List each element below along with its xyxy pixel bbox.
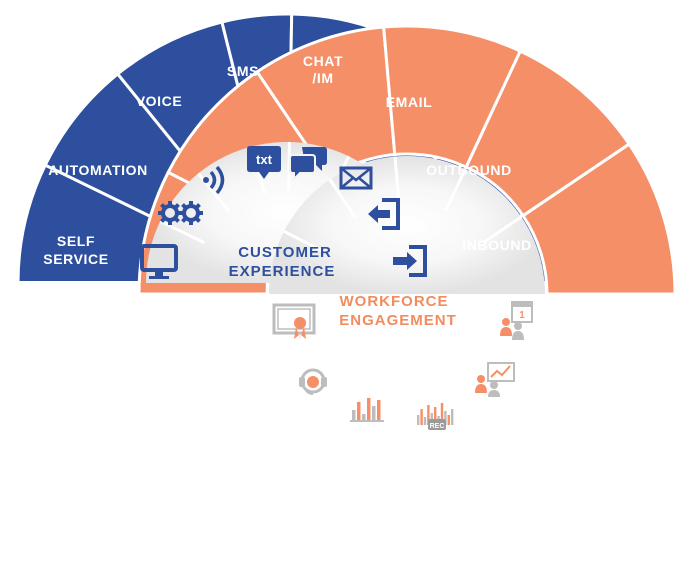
voice-waves-icon [203, 165, 225, 195]
hub-title-workforce-line1: WORKFORCE [340, 293, 449, 310]
hub-divider [482, 215, 523, 244]
hub-divider [393, 156, 401, 203]
outbound-arrow-icon [368, 198, 400, 230]
label-workforce-management: WORKFORCE [564, 330, 661, 346]
label-email: EMAIL [386, 94, 433, 110]
label-speech-analytics: SPEECH [218, 427, 278, 443]
hub-title-customer-line2: EXPERIENCE [229, 263, 336, 280]
sublabel-desktop-analytics: ANALYTICS [312, 516, 378, 528]
label-inbound: INBOUND [462, 237, 532, 253]
workforce-engagement-icons: REC 1 [272, 301, 533, 430]
inbound-arrow-icon [393, 245, 427, 277]
hub-divider [328, 178, 357, 219]
label-chat-im-line2: /IM [312, 70, 333, 86]
sublabel-workforce-management: MANAGEMENT [570, 352, 654, 364]
label-self-service-line2: SERVICE [43, 251, 108, 267]
label-performance-management: PERFORMANCE [508, 429, 622, 445]
recording-icon: REC [417, 403, 454, 430]
envelope-icon [339, 166, 373, 190]
label-chat-im-line1: CHAT [303, 53, 343, 69]
hub-divider [283, 230, 326, 254]
sublabel-quality-management: MANAGEMENT [411, 521, 495, 533]
gears-icon [158, 201, 203, 225]
label-self-service-line1: SELF [57, 233, 95, 249]
hub-divider [159, 219, 205, 245]
calendar-people-icon: 1 [500, 301, 533, 340]
label-sms: SMS [227, 63, 259, 79]
calendar-day-label: 1 [519, 310, 525, 321]
rec-icon-label: REC [430, 423, 445, 430]
hub-title-workforce-line2: ENGAGEMENT [339, 312, 457, 329]
txt-bubble-icon: txt [247, 146, 281, 179]
hub-divider [444, 168, 467, 212]
label-quality-management: QUALITY [421, 499, 486, 515]
label-voice: VOICE [136, 93, 183, 109]
workforce-engagement-labels: E•LEARNING SPEECH ANALYTICS DESKTOP ANALYTIC… [145, 329, 660, 533]
customer-experience-labels: SELF SERVICE AUTOMATION VOICE SMS CHAT/IM EMAI… [43, 53, 531, 267]
headset-icon [299, 368, 327, 395]
workforce-engagement-hub [269, 156, 545, 294]
label-desktop-analytics: DESKTOP [310, 494, 380, 510]
certificate-icon [272, 303, 316, 339]
bar-chart-icon [350, 398, 384, 422]
monitor-icon [140, 244, 178, 279]
sublabel-speech-analytics: ANALYTICS [215, 449, 281, 461]
segment-workforce-management [520, 142, 677, 296]
chat-bubbles-icon [289, 147, 327, 182]
label-automation: AUTOMATION [48, 162, 148, 178]
sublabel-performance-management: MANAGEMENT [523, 451, 607, 463]
label-e-learning: E•LEARNING [145, 329, 236, 345]
customer-experience-icons: txt [140, 146, 427, 279]
presentation-icon [475, 362, 515, 397]
txt-icon-label: txt [256, 152, 273, 167]
label-outbound: OUTBOUND [426, 162, 512, 178]
hub-title-customer-line1: CUSTOMER [238, 244, 332, 261]
